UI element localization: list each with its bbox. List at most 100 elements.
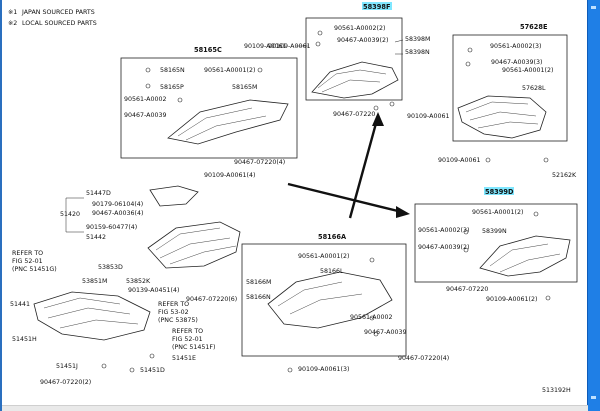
- part-90467-07220-4[interactable]: 90467-07220(4): [398, 355, 449, 362]
- part-57628L[interactable]: 57628L: [522, 85, 546, 92]
- fastener-markers: [101, 30, 551, 373]
- part-90467-A0039[interactable]: 90467-A0039(2): [337, 37, 388, 44]
- part-58165P[interactable]: 58165P: [160, 84, 184, 91]
- arrow-to-58399D: [287, 182, 403, 214]
- part-90109-A0061-3[interactable]: 90109-A0061(3): [298, 366, 349, 373]
- box-58165C: [120, 57, 298, 159]
- part-51451D[interactable]: 51451D: [140, 367, 165, 374]
- part-90467-07220-4[interactable]: 90467-07220(4): [234, 159, 285, 166]
- part-90159-60477[interactable]: 90159-60477(4): [86, 224, 137, 231]
- bracket-58166A-detail: [277, 281, 363, 315]
- bracket-58398F-detail: [317, 69, 387, 93]
- arrowhead-58398F: [372, 112, 384, 126]
- part-58166N[interactable]: 58166N: [246, 294, 271, 301]
- part-90561-A0001-2[interactable]: 90561-A0001(2): [472, 209, 523, 216]
- part-90561-A0002-3[interactable]: 90561-A0002(3): [490, 43, 541, 50]
- bracket-58398F: [311, 61, 399, 99]
- part-51441[interactable]: 51441: [10, 301, 30, 308]
- scroll-arrow-up-icon[interactable]: [591, 6, 596, 9]
- ref-line: REFER TO: [158, 301, 189, 308]
- reference-fig-52-01-51451G[interactable]: REFER TO FIG 52-01 (PNC 51451G): [12, 250, 57, 273]
- part-90561-A0002[interactable]: 90561-A0002: [350, 314, 393, 321]
- ref-line: REFER TO: [172, 328, 203, 335]
- arrowhead-58399D: [396, 206, 410, 218]
- part-90109-A0061-top[interactable]: 90109-A0061: [244, 43, 287, 50]
- part-90467-07220[interactable]: 90467-07220: [446, 286, 488, 293]
- part-90561-A0001-2[interactable]: 90561-A0001(2): [502, 67, 553, 74]
- window-edge-left: [0, 0, 2, 411]
- bracket-58165C-detail: [177, 107, 267, 141]
- part-53852K[interactable]: 53852K: [126, 278, 151, 285]
- ref-line: REFER TO: [12, 250, 43, 257]
- box-58399D: [414, 203, 578, 283]
- part-58165M[interactable]: 58165M: [232, 84, 257, 91]
- diagram-code: 513192H: [542, 387, 571, 394]
- ref-line: FIG 52-01: [172, 336, 203, 343]
- part-53851M[interactable]: 53851M: [82, 278, 107, 285]
- part-90467-A0039-2[interactable]: 90467-A0039(2): [418, 244, 469, 251]
- leader: [394, 39, 404, 43]
- part-90467-07220-2[interactable]: 90467-07220(2): [40, 379, 91, 386]
- part-58398F[interactable]: 58398F: [363, 3, 390, 11]
- horizontal-scrollbar[interactable]: [2, 405, 588, 411]
- part-90467-A0039[interactable]: 90467-A0039: [364, 329, 407, 336]
- part-58398N[interactable]: 58398N: [405, 49, 430, 56]
- reference-fig-52-01-51451F[interactable]: REFER TO FIG 52-01 (PNC 51451F): [172, 328, 215, 351]
- part-58165C[interactable]: 58165C: [194, 46, 222, 54]
- part-90109-A0061[interactable]: 90109-A0061: [438, 157, 481, 164]
- part-90467-07220[interactable]: 90467-07220: [333, 111, 375, 118]
- reference-fig-53-02-53875[interactable]: REFER TO FIG 53-02 (PNC 53875): [158, 301, 198, 324]
- ref-line: FIG 53-02: [158, 309, 189, 316]
- part-90467-07220-6[interactable]: 90467-07220(6): [186, 296, 237, 303]
- ref-line: (PNC 53875): [158, 317, 198, 324]
- part-90109-A0061[interactable]: 90109-A0061: [268, 43, 311, 50]
- part-58166A[interactable]: 58166A: [318, 233, 347, 241]
- part-51447D[interactable]: 51447D: [86, 190, 111, 197]
- part-90561-A0001[interactable]: 90561-A0001(2): [204, 67, 255, 74]
- note-mark-2: ※2: [8, 20, 17, 27]
- box-57628E: [452, 34, 568, 142]
- bracket-58165C: [167, 99, 289, 145]
- part-51451H[interactable]: 51451H: [12, 336, 37, 343]
- part-90561-A0001-2[interactable]: 90561-A0001(2): [298, 253, 349, 260]
- note-mark-1: ※1: [8, 9, 17, 16]
- bracket-58399D: [479, 235, 571, 277]
- undercover-51441-shape: [33, 291, 151, 341]
- part-90467-A0039[interactable]: 90467-A0039: [124, 112, 167, 119]
- part-57628E[interactable]: 57628E: [520, 23, 548, 31]
- highlight-58398F: [362, 2, 392, 10]
- part-90109-A0061-2[interactable]: 90109-A0061(2): [486, 296, 537, 303]
- ref-line: (PNC 51451F): [172, 344, 215, 351]
- ref-line: FIG 52-01: [12, 258, 43, 265]
- part-51451J[interactable]: 51451J: [56, 363, 78, 370]
- part-58166L[interactable]: 58166L: [320, 268, 344, 275]
- vertical-scrollbar[interactable]: [587, 0, 600, 411]
- part-90139-A0451[interactable]: 90139-A0451(4): [128, 287, 179, 294]
- highlight-58399D: [484, 187, 514, 195]
- part-90467-A0039-3[interactable]: 90467-A0039(3): [491, 59, 542, 66]
- part-90109-A0061-4[interactable]: 90109-A0061(4): [204, 172, 255, 179]
- part-58399N[interactable]: 58399N: [482, 228, 507, 235]
- part-58165N[interactable]: 58165N: [160, 67, 185, 74]
- part-90179-06104[interactable]: 90179-06104(4): [92, 201, 143, 208]
- part-90561-A0002[interactable]: 90561-A0002: [124, 96, 167, 103]
- part-52162K[interactable]: 52162K: [552, 172, 577, 179]
- part-90109-A0061-b[interactable]: 90109-A0061: [407, 113, 450, 120]
- bracket-58166A: [267, 271, 393, 329]
- part-90561-A0002-3[interactable]: 90561-A0002(3): [418, 227, 469, 234]
- undercover-57628E: [457, 95, 547, 139]
- part-53853D[interactable]: 53853D: [98, 264, 123, 271]
- undercover-51441-detail: [43, 297, 139, 329]
- part-58166M[interactable]: 58166M: [246, 279, 271, 286]
- part-51451E[interactable]: 51451E: [172, 355, 196, 362]
- bracket-58399D-detail: [489, 243, 561, 273]
- part-90467-A0036[interactable]: 90467-A0036(4): [92, 210, 143, 217]
- part-51420[interactable]: 51420: [60, 211, 80, 218]
- part-58399D[interactable]: 58399D: [485, 188, 514, 196]
- part-51442[interactable]: 51442: [86, 234, 106, 241]
- undercover-51442-shape: [147, 221, 241, 269]
- scroll-arrow-down-icon[interactable]: [591, 396, 596, 399]
- part-58398M[interactable]: 58398M: [405, 36, 430, 43]
- part-90561-A0002[interactable]: 90561-A0002(2): [334, 25, 385, 32]
